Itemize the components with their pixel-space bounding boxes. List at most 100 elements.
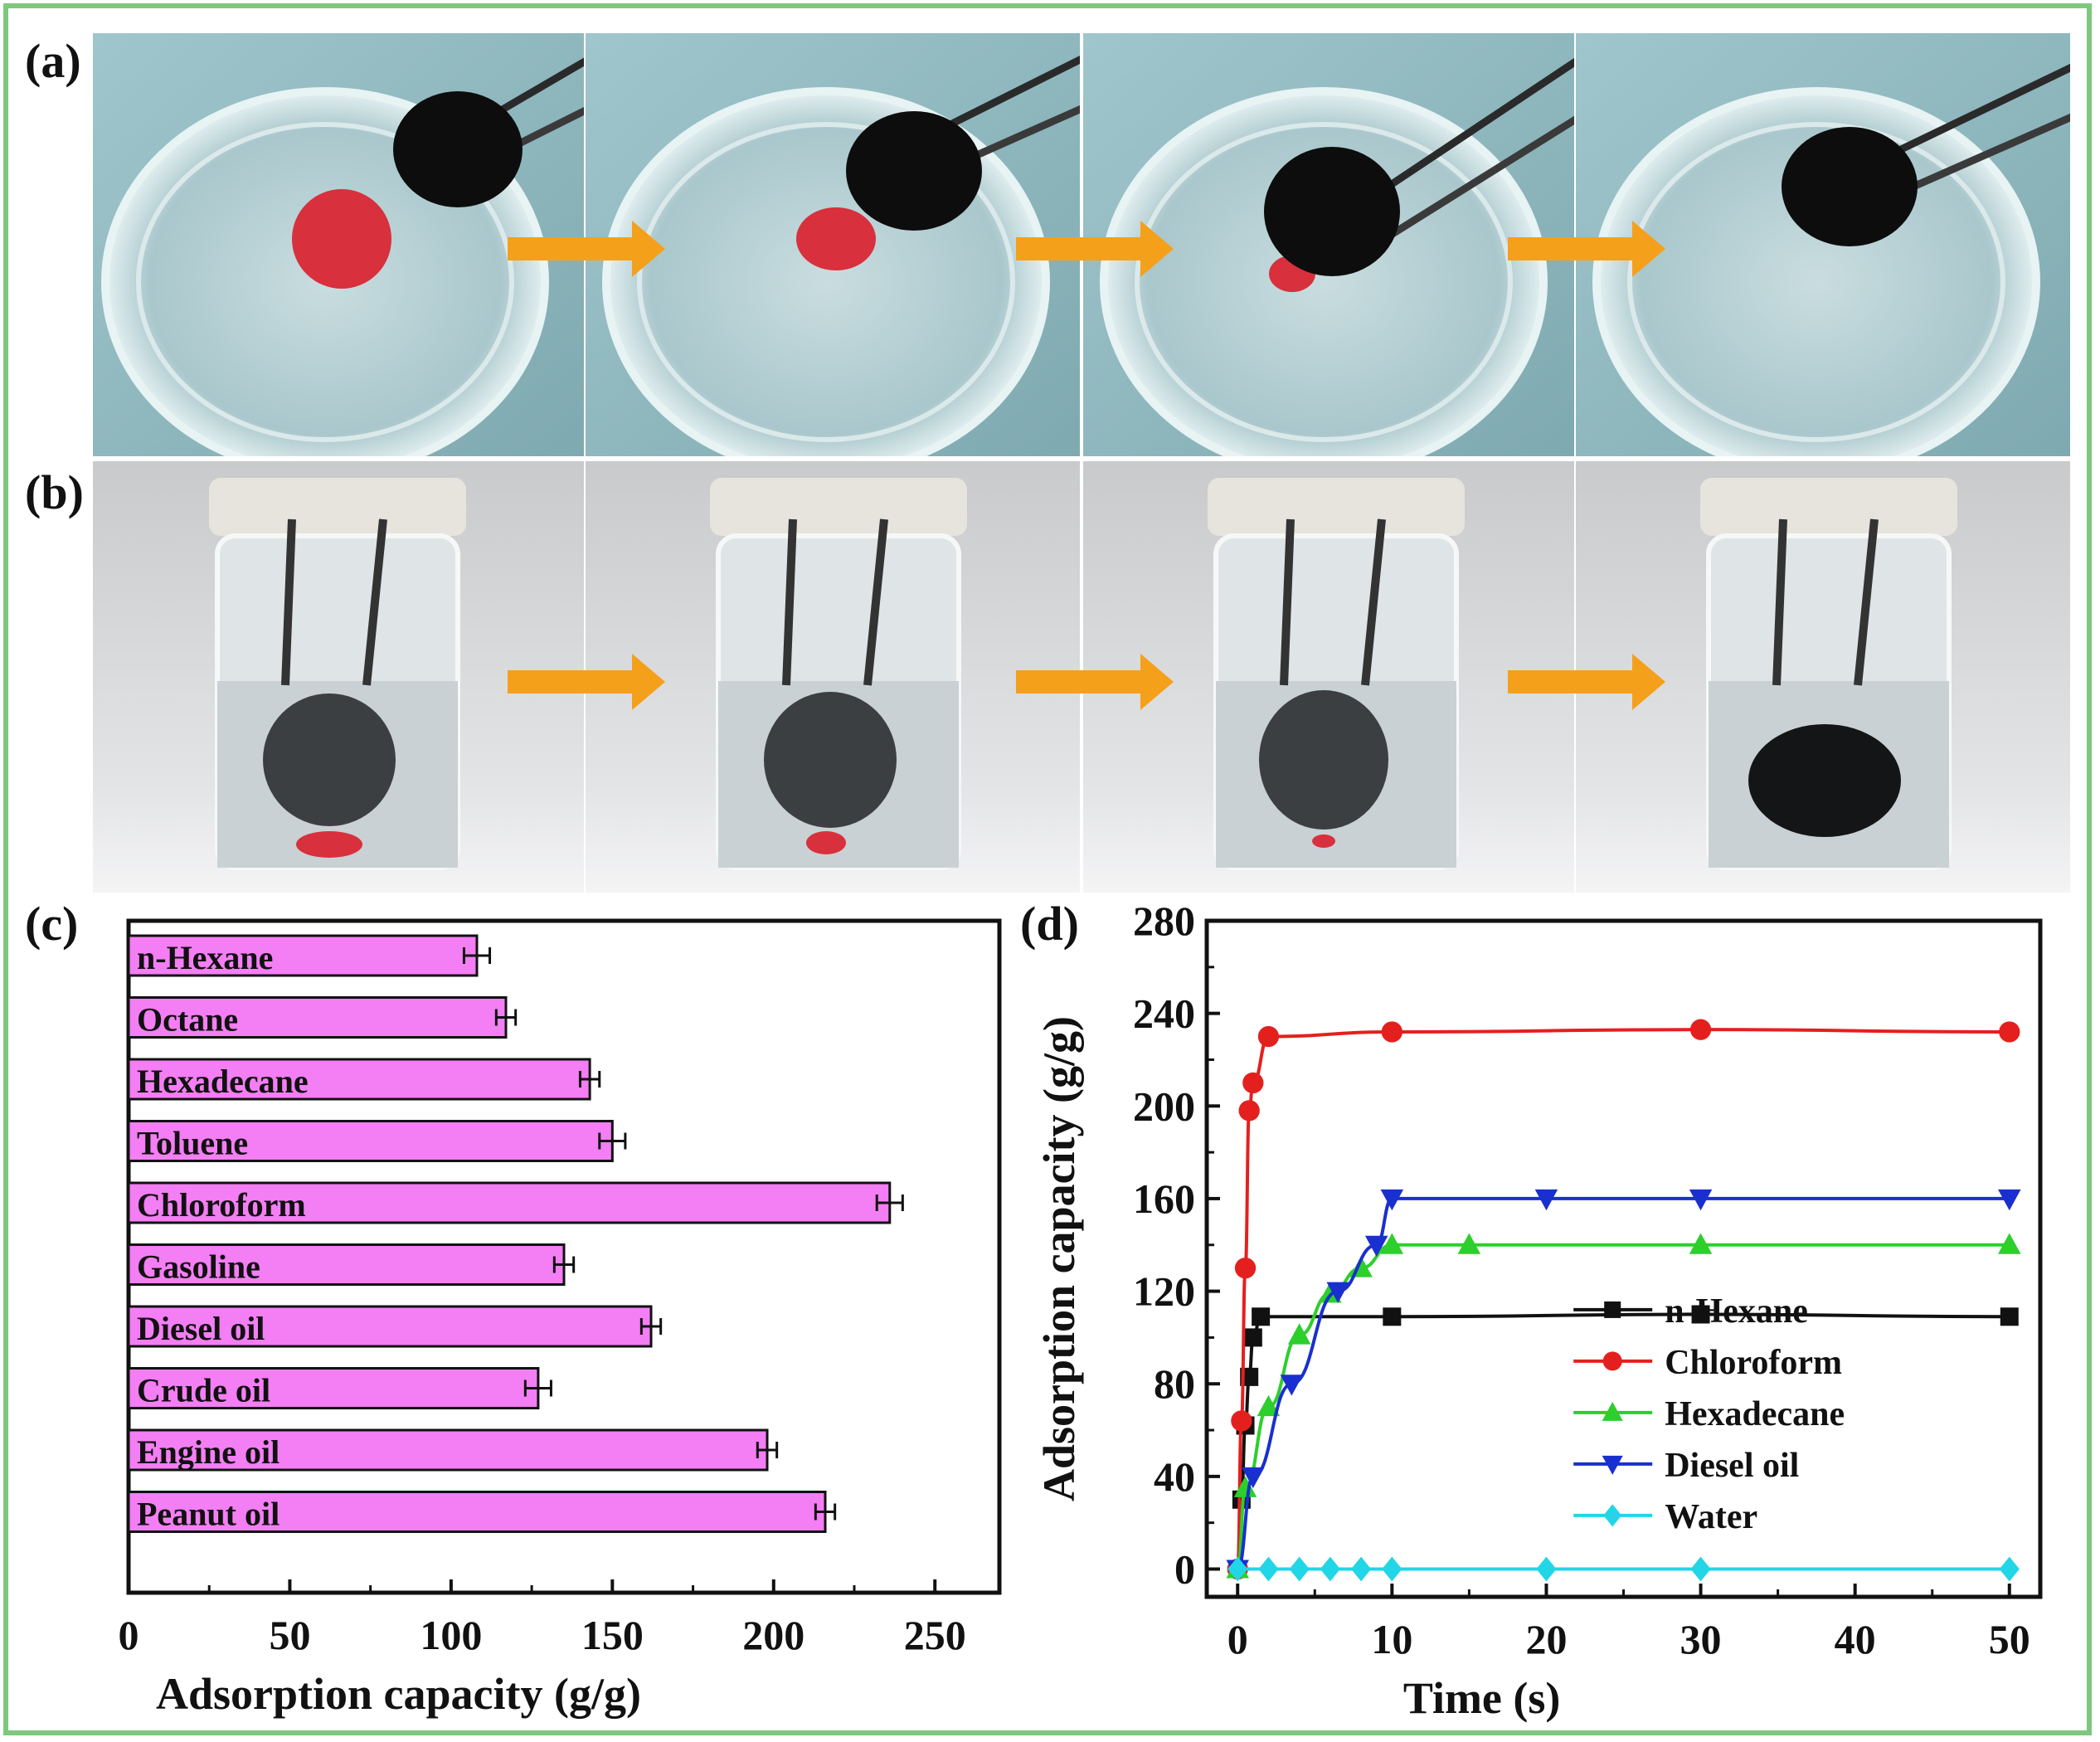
category-label: Toluene	[137, 1125, 248, 1162]
data-point	[1231, 1410, 1252, 1432]
bar	[127, 996, 508, 1039]
data-point	[1691, 1305, 1710, 1324]
x-tick-label: 10	[1371, 1616, 1412, 1662]
legend-label: Diesel oil	[1665, 1447, 1799, 1485]
x-tick-label: 150	[581, 1612, 644, 1658]
bar	[127, 1058, 591, 1101]
data-point	[1457, 1233, 1481, 1254]
data-point	[1227, 1556, 1248, 1582]
x-tick-label: 0	[119, 1612, 139, 1658]
bar	[127, 1305, 653, 1348]
bar	[127, 1491, 827, 1533]
data-point	[1258, 1556, 1279, 1582]
sponge	[1748, 724, 1901, 837]
bar	[127, 1428, 769, 1472]
y-tick-label: 80	[1154, 1360, 1195, 1407]
data-point	[2000, 1307, 2019, 1326]
photo-a-2	[586, 33, 1080, 456]
data-point	[1383, 1307, 1402, 1326]
x-tick-label: 200	[742, 1612, 805, 1658]
data-point	[1234, 1258, 1257, 1279]
x-tick-label: 250	[904, 1612, 966, 1658]
x-tick-label: 40	[1835, 1616, 1876, 1662]
data-point	[1999, 1556, 2020, 1582]
data-point	[1280, 1375, 1304, 1396]
data-point	[1602, 1401, 1623, 1421]
legend-label: Water	[1665, 1498, 1757, 1536]
data-point	[1243, 1328, 1262, 1347]
arrow-icon	[1016, 654, 1174, 710]
photo-a-3	[1083, 33, 1574, 456]
arrow-icon	[1508, 221, 1665, 277]
arrow-layer	[508, 221, 1665, 710]
arrow-icon	[1508, 654, 1665, 710]
data-point	[1326, 1282, 1349, 1303]
data-point	[1252, 1307, 1271, 1326]
category-label: Peanut oil	[137, 1496, 280, 1533]
data-point	[1689, 1233, 1713, 1254]
data-point	[1382, 1556, 1402, 1582]
series-line	[1236, 1196, 2010, 1571]
category-label: Hexadecane	[137, 1063, 309, 1100]
data-point	[1257, 1025, 1280, 1048]
data-point	[1364, 1235, 1388, 1258]
y-axis-label: Adsorption capacity (g/g)	[1034, 1016, 1084, 1501]
data-point	[1238, 1100, 1260, 1122]
dye-drop	[296, 831, 362, 858]
arrow-icon	[508, 654, 665, 710]
data-point	[1690, 1556, 1711, 1582]
x-tick-label: 100	[420, 1612, 482, 1658]
bar	[127, 1181, 892, 1224]
arrow-icon	[508, 221, 665, 277]
category-label: Gasoline	[137, 1248, 260, 1286]
data-point	[1689, 1189, 1713, 1211]
x-axis-label: Time (s)	[1403, 1673, 1560, 1723]
x-axis-label: Adsorption capacity (g/g)	[156, 1669, 641, 1719]
y-tick-label: 160	[1133, 1175, 1195, 1222]
sponge	[1264, 147, 1400, 276]
data-point	[1242, 1072, 1264, 1094]
data-point	[1287, 1323, 1311, 1345]
dye-drop	[796, 207, 876, 270]
y-tick-label: 240	[1133, 990, 1195, 1037]
data-point	[1351, 1556, 1372, 1582]
y-tick-label: 0	[1174, 1546, 1195, 1593]
sponge	[1782, 127, 1918, 246]
x-tick-label: 20	[1525, 1616, 1567, 1662]
category-label: Engine oil	[137, 1433, 280, 1471]
category-label: Octane	[137, 1001, 238, 1039]
y-tick-label: 120	[1133, 1268, 1195, 1315]
panel-label-c: (c)	[25, 897, 79, 951]
y-tick-label: 280	[1133, 898, 1195, 944]
data-point	[1603, 1504, 1622, 1527]
legend-label: n-Hexane	[1665, 1292, 1808, 1331]
x-tick-label: 50	[269, 1612, 310, 1658]
photo-b-3	[1083, 461, 1574, 893]
sponge	[263, 693, 396, 826]
photo-b-2	[586, 461, 1080, 893]
bar	[127, 1120, 614, 1162]
data-point	[1689, 1019, 1712, 1040]
data-point	[1602, 1455, 1623, 1475]
data-point	[1380, 1233, 1404, 1254]
bar-chart: n-HexaneOctaneHexadecaneTolueneChlorofor…	[119, 918, 1002, 1719]
legend-label: Hexadecane	[1665, 1395, 1845, 1433]
data-point	[1602, 1351, 1622, 1371]
sponge	[393, 91, 523, 207]
data-point	[1242, 1467, 1265, 1489]
y-tick-label: 40	[1154, 1453, 1195, 1500]
data-point	[1381, 1021, 1402, 1043]
category-label: Chloroform	[137, 1186, 306, 1224]
data-point	[1534, 1189, 1558, 1211]
data-point	[1257, 1394, 1281, 1417]
sponge	[1259, 690, 1388, 830]
data-point	[1604, 1301, 1621, 1318]
category-label: Crude oil	[137, 1372, 270, 1409]
dye-drop	[806, 831, 846, 854]
panel-label-d: (d)	[1020, 897, 1079, 951]
plot-area	[1204, 918, 2043, 1599]
data-point	[1320, 1556, 1340, 1582]
panel-label-a: (a)	[25, 34, 81, 88]
photo-a-1	[93, 33, 584, 456]
panel-label-b: (b)	[25, 465, 84, 519]
